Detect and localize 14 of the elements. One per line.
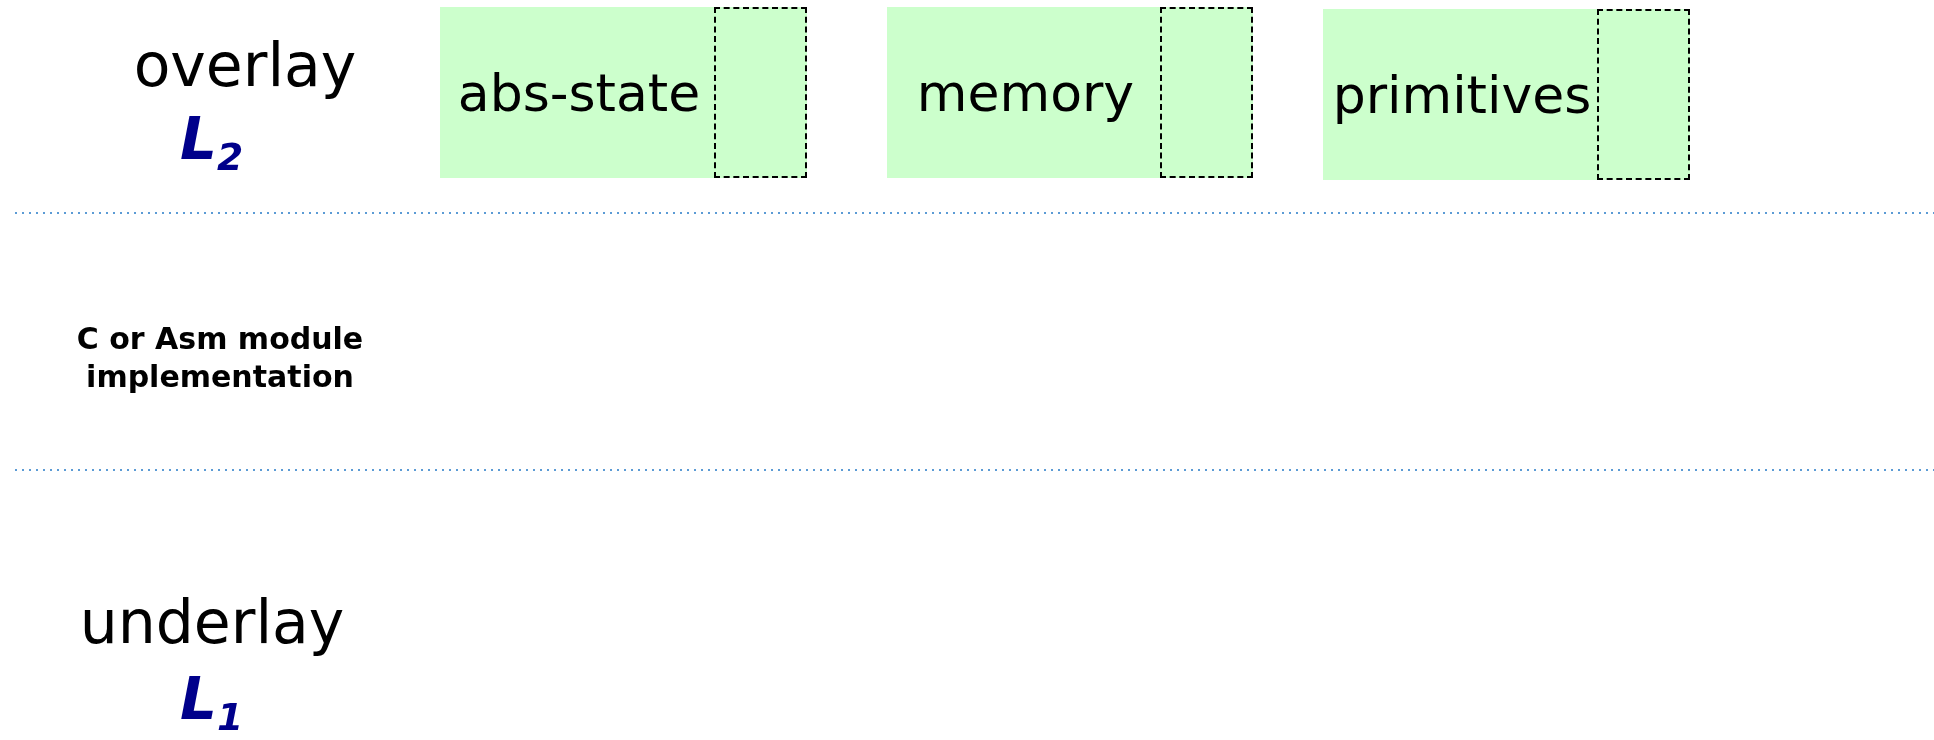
level-label: L$_{2}$ (180, 105, 244, 180)
layer-label: underlay (78, 586, 346, 659)
dashed-slot-box (714, 7, 807, 178)
module-box (440, 7, 807, 178)
module-name: abs-state (456, 61, 702, 125)
layer-label: overlay (132, 29, 358, 102)
module-name: memory (915, 61, 1136, 125)
module-name: primitives (1331, 63, 1593, 127)
dashed-slot-box (1160, 7, 1253, 178)
dashed-slot-box (1597, 9, 1690, 180)
layer-label: C or Asm module implementation (75, 320, 365, 395)
module-box (887, 7, 1253, 178)
level-label: L$_{1}$ (180, 665, 244, 740)
module-box (1323, 9, 1690, 180)
